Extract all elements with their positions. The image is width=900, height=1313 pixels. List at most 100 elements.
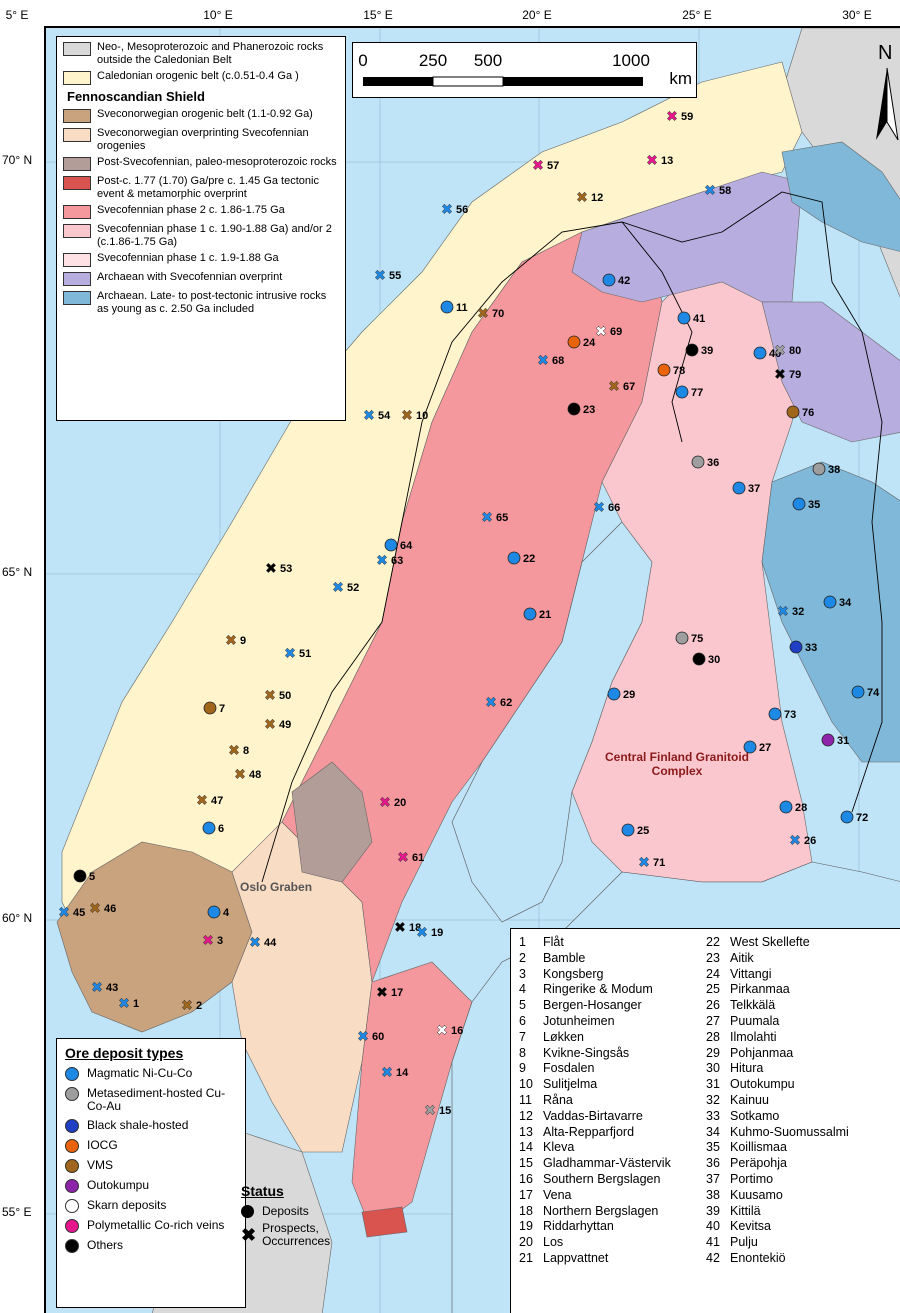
site-marker-17[interactable]: ✖17 (376, 985, 403, 1001)
site-marker-47[interactable]: ✖47 (196, 793, 223, 809)
site-marker-18[interactable]: ✖18 (394, 920, 421, 936)
site-marker-62[interactable]: ✖62 (485, 695, 512, 711)
site-marker-14[interactable]: ✖14 (381, 1065, 409, 1081)
site-marker-label: 37 (748, 483, 760, 495)
site-marker-61[interactable]: ✖61 (397, 850, 424, 866)
site-marker-77[interactable]: 77 (675, 385, 703, 399)
site-marker-78[interactable]: 78 (657, 363, 685, 377)
site-marker-23[interactable]: 23 (567, 402, 595, 416)
site-marker-66[interactable]: ✖66 (593, 500, 620, 516)
site-marker-label: 5 (89, 871, 95, 883)
site-marker-58[interactable]: ✖58 (704, 183, 731, 199)
site-marker-label: 36 (707, 457, 719, 469)
svg-text:✖: ✖ (381, 1065, 393, 1081)
site-name: Peräpohja (730, 1156, 787, 1171)
site-marker-52[interactable]: ✖52 (332, 580, 359, 596)
site-marker-60[interactable]: ✖60 (357, 1029, 384, 1045)
site-marker-72[interactable]: 72 (840, 810, 868, 824)
site-marker-51[interactable]: ✖51 (284, 646, 311, 662)
site-marker-label: 18 (409, 922, 421, 934)
site-marker-79[interactable]: ✖79 (774, 367, 801, 383)
site-number: 7 (519, 1029, 526, 1044)
site-marker-39[interactable]: 39 (685, 343, 713, 357)
site-marker-11[interactable]: 11 (440, 300, 468, 314)
site-marker-27[interactable]: 27 (743, 740, 771, 754)
site-marker-label: 59 (681, 111, 693, 123)
legend-label: Svecofennian phase 2 c. 1.86-1.75 Ga (97, 204, 285, 216)
site-marker-80[interactable]: ✖80 (774, 343, 801, 359)
site-marker-10[interactable]: ✖10 (401, 408, 428, 424)
site-marker-45[interactable]: ✖45 (58, 905, 85, 921)
site-marker-label: 2 (196, 1000, 202, 1012)
site-marker-34[interactable]: 34 (823, 595, 852, 609)
site-marker-56[interactable]: ✖56 (441, 202, 468, 218)
site-marker-59[interactable]: ✖59 (666, 109, 693, 125)
site-marker-8[interactable]: ✖8 (228, 743, 249, 759)
site-marker-33[interactable]: 33 (789, 640, 817, 654)
site-marker-28[interactable]: 28 (779, 800, 807, 814)
site-marker-6[interactable]: 6 (202, 821, 224, 835)
svg-text:✖: ✖ (264, 688, 276, 704)
site-marker-35[interactable]: 35 (792, 497, 820, 511)
site-marker-30[interactable]: 30 (692, 652, 720, 666)
site-marker-36[interactable]: 36 (691, 455, 719, 469)
site-marker-26[interactable]: ✖26 (789, 833, 816, 849)
site-marker-75[interactable]: 75 (675, 631, 703, 645)
site-marker-19[interactable]: ✖19 (416, 925, 443, 941)
site-marker-74[interactable]: 74 (851, 685, 880, 699)
site-marker-65[interactable]: ✖65 (481, 510, 508, 526)
site-marker-7[interactable]: 7 (203, 701, 225, 715)
site-marker-25[interactable]: 25 (621, 823, 649, 837)
site-marker-1[interactable]: ✖1 (118, 996, 139, 1012)
site-marker-12[interactable]: ✖12 (576, 190, 603, 206)
color-swatch (63, 128, 91, 142)
site-marker-31[interactable]: 31 (821, 733, 849, 747)
site-marker-54[interactable]: ✖54 (363, 408, 391, 424)
site-marker-38[interactable]: 38 (812, 462, 840, 476)
site-marker-70[interactable]: ✖70 (477, 306, 504, 322)
site-marker-5[interactable]: 5 (73, 869, 95, 883)
site-marker-32[interactable]: ✖32 (777, 604, 804, 620)
site-marker-44[interactable]: ✖44 (249, 935, 277, 951)
site-marker-57[interactable]: ✖57 (532, 158, 559, 174)
site-marker-55[interactable]: ✖55 (374, 268, 401, 284)
site-marker-46[interactable]: ✖46 (89, 901, 116, 917)
site-marker-15[interactable]: ✖15 (424, 1103, 451, 1119)
site-marker-24[interactable]: 24 (567, 335, 596, 349)
site-marker-76[interactable]: 76 (786, 405, 814, 419)
site-marker-3[interactable]: ✖3 (202, 933, 223, 949)
site-marker-40[interactable]: 40 (753, 346, 781, 360)
site-marker-4[interactable]: 4 (207, 905, 230, 919)
site-marker-2[interactable]: ✖2 (181, 998, 202, 1014)
site-marker-37[interactable]: 37 (732, 481, 760, 495)
site-marker-21[interactable]: 21 (523, 607, 551, 621)
site-marker-68[interactable]: ✖68 (537, 353, 564, 369)
site-marker-53[interactable]: ✖53 (265, 561, 292, 577)
site-marker-50[interactable]: ✖50 (264, 688, 291, 704)
site-marker-73[interactable]: 73 (768, 707, 796, 721)
site-marker-64[interactable]: 64 (384, 538, 413, 552)
site-marker-29[interactable]: 29 (607, 687, 635, 701)
site-marker-69[interactable]: ✖69 (595, 324, 622, 340)
site-marker-71[interactable]: ✖71 (638, 855, 665, 871)
site-marker-label: 66 (608, 502, 620, 514)
site-marker-22[interactable]: 22 (507, 551, 535, 565)
site-name: Lappvattnet (543, 1250, 609, 1265)
site-marker-9[interactable]: ✖9 (225, 633, 246, 649)
site-marker-43[interactable]: ✖43 (91, 980, 118, 996)
site-marker-label: 23 (583, 404, 595, 416)
site-number: 33 (706, 1108, 720, 1123)
site-marker-20[interactable]: ✖20 (379, 795, 406, 811)
site-marker-63[interactable]: ✖63 (376, 553, 403, 569)
site-marker-67[interactable]: ✖67 (608, 379, 635, 395)
site-marker-41[interactable]: 41 (677, 311, 705, 325)
site-marker-16[interactable]: ✖16 (436, 1023, 463, 1039)
site-marker-label: 46 (104, 903, 116, 915)
site-marker-42[interactable]: 42 (602, 273, 630, 287)
site-marker-13[interactable]: ✖13 (646, 153, 673, 169)
site-marker-label: 10 (416, 410, 428, 422)
site-marker-49[interactable]: ✖49 (264, 717, 291, 733)
site-marker-48[interactable]: ✖48 (234, 767, 261, 783)
